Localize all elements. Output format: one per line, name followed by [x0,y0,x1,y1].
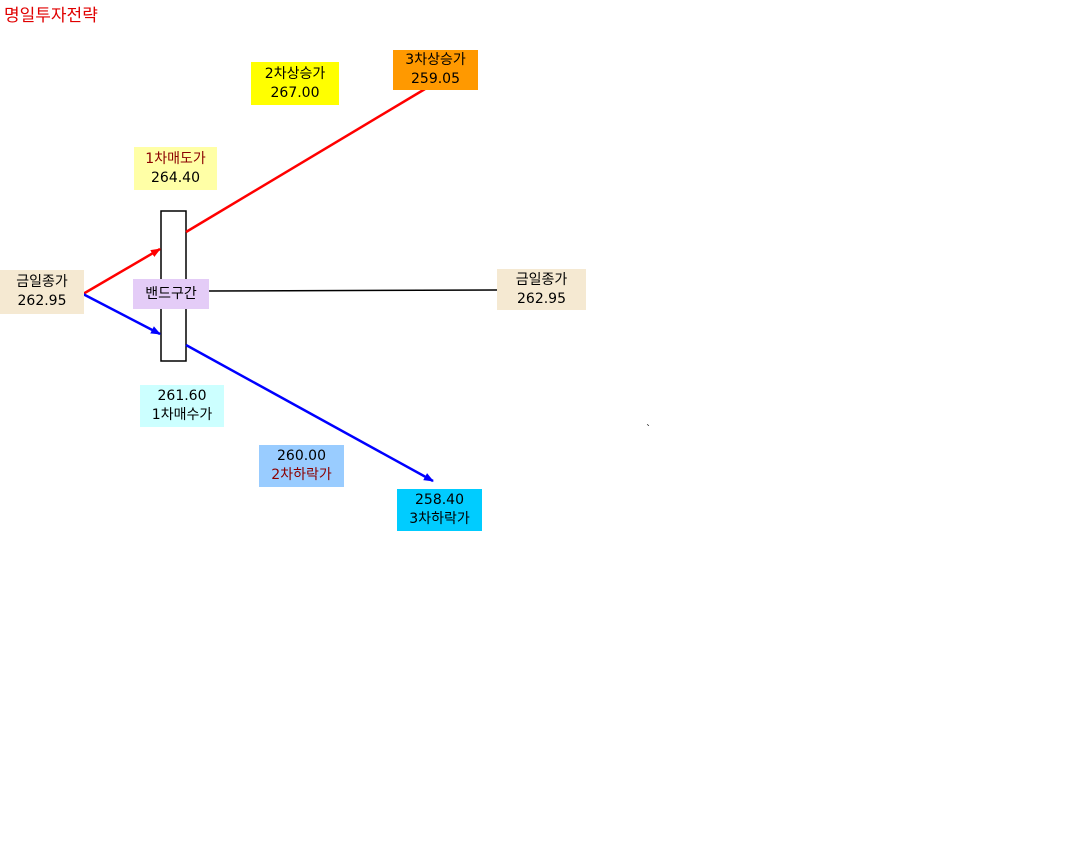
fall-2-box: 260.00 2차하락가 [259,445,344,487]
fall-3-label: 3차하락가 [409,511,470,527]
today-close-left-value: 262.95 [17,293,67,309]
rise-3-value: 259.05 [411,71,460,87]
rise-arrow-short [82,247,161,296]
page-title: 명일투자전략 [4,6,98,26]
fall-arrow-short [82,292,161,336]
today-close-left-label: 금일종가 [16,274,68,290]
fall-3-box: 258.40 3차하락가 [397,489,482,531]
today-close-right-value: 262.95 [517,290,566,307]
fall-2-value: 260.00 [277,448,326,464]
sell-1-box: 1차매도가 264.40 [134,147,217,190]
flat-line [208,289,498,292]
band-label: 밴드구간 [145,285,197,302]
rise-2-label: 2차상승가 [264,65,326,82]
fall-arrow-long [185,343,434,483]
rise-3-box: 3차상승가 259.05 [393,50,478,90]
today-close-left-box: 금일종가 262.95 [0,270,84,314]
stray-tick-mark: ` [646,424,651,435]
sell-1-value: 264.40 [151,169,200,186]
fall-2-label: 2차하락가 [271,467,332,483]
today-close-right-box: 금일종가 262.95 [497,269,586,310]
sell-1-label: 1차매도가 [145,150,206,167]
today-close-right-label: 금일종가 [515,271,568,288]
buy-1-box: 261.60 1차매수가 [140,385,224,427]
rise-2-value: 267.00 [270,84,320,101]
fall-3-value: 258.40 [415,492,464,508]
rise-line-long [185,87,426,234]
rise-2-box: 2차상승가 267.00 [251,62,339,105]
rise-3-label: 3차상승가 [405,52,466,68]
buy-1-label: 1차매수가 [151,407,213,423]
buy-1-value: 261.60 [157,388,207,404]
band-box: 밴드구간 [133,279,209,309]
